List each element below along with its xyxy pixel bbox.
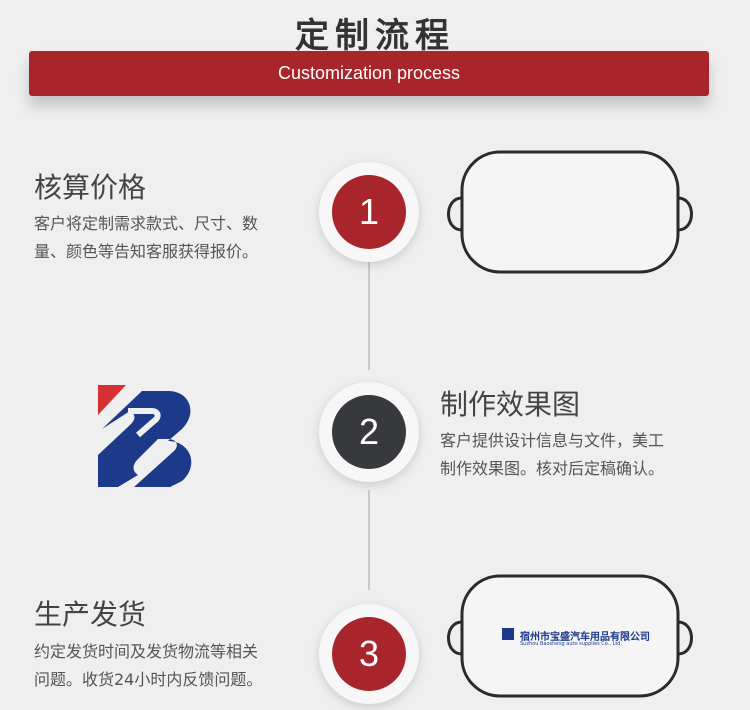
step-3-number: 3 (332, 617, 406, 691)
step-2-desc-line-1: 客户提供设计信息与文件，美工 (440, 431, 665, 450)
step-3-desc-line-1: 约定发货时间及发货物流等相关 (34, 642, 259, 661)
step-2-desc-line-2: 制作效果图。核对后定稿确认。 (440, 459, 665, 478)
step-3-desc-line-2: 问题。收货24小时内反馈问题。 (34, 670, 263, 689)
sunshade-plain-image (447, 150, 693, 274)
step-1-desc-line-2: 量、颜色等告知客服获得报价。 (34, 242, 259, 261)
step-2-number: 2 (332, 395, 406, 469)
page-title: 定制流程 (295, 16, 455, 56)
step-2-title: 制作效果图 (440, 388, 581, 421)
product-brand-cn: 宿州市宝盛汽车用品有限公司 (520, 632, 650, 643)
timeline-line-1 (368, 262, 370, 370)
step-3-title: 生产发货 (34, 598, 147, 631)
sunshade-branded-image (447, 574, 693, 698)
step-3-badge: 3 (319, 604, 419, 704)
company-logo (98, 385, 200, 487)
step-2-badge: 2 (319, 382, 419, 482)
step-1-title: 核算价格 (34, 171, 147, 204)
section-banner: Customization process (29, 51, 709, 96)
brand-mark-icon (502, 628, 514, 640)
product-brand-en: Suzhou Baosheng auto supplies Co., Ltd. (520, 641, 623, 647)
step-1-desc-line-1: 客户将定制需求款式、尺寸、数 (34, 214, 259, 233)
step-1-number: 1 (332, 175, 406, 249)
timeline-line-2 (368, 490, 370, 590)
step-1-badge: 1 (319, 162, 419, 262)
